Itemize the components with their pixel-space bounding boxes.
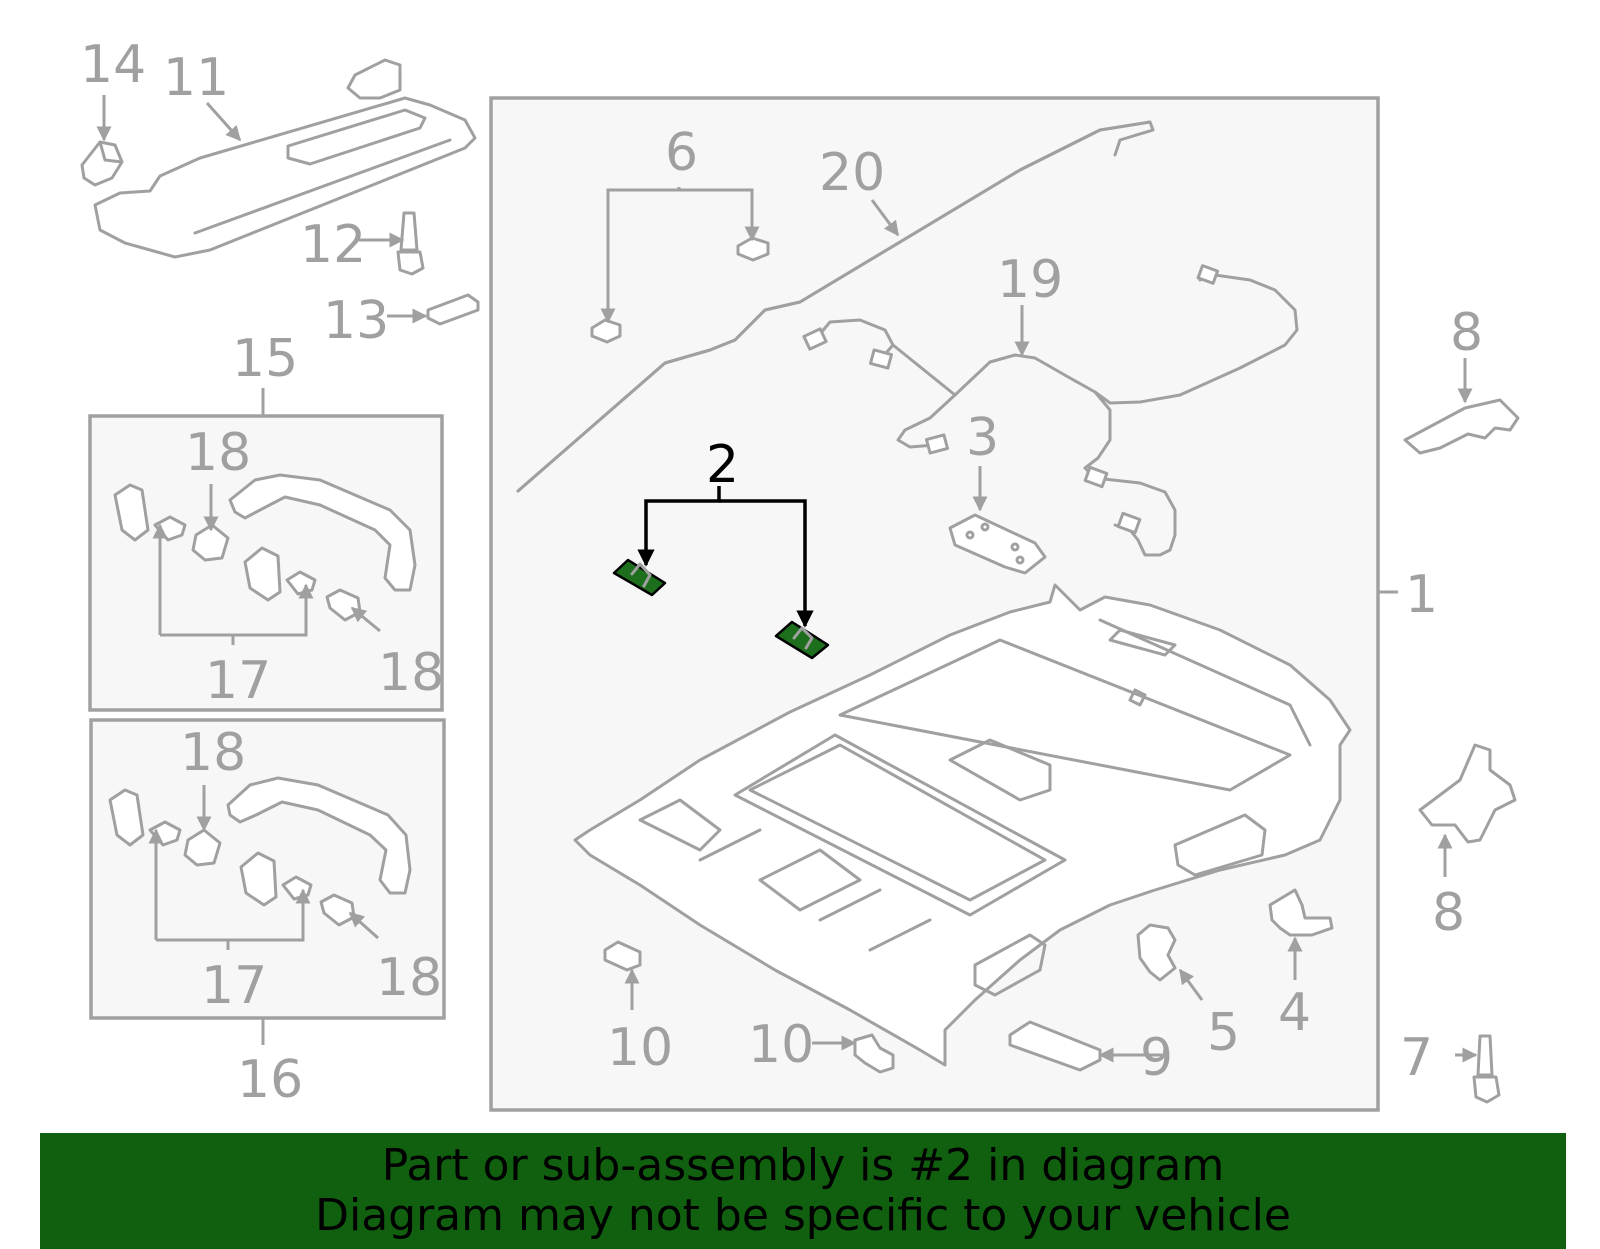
bracket-3-icon xyxy=(948,513,1047,575)
callout-15: 15 xyxy=(232,329,298,389)
callout-3: 3 xyxy=(966,408,999,468)
callout-16: 16 xyxy=(237,1050,303,1110)
callout-18-upper-b: 18 xyxy=(378,643,444,703)
banner-line-2: Diagram may not be specific to your vehi… xyxy=(315,1190,1291,1241)
screw-icon xyxy=(396,211,425,276)
callout-19: 19 xyxy=(997,250,1063,310)
callout-13: 13 xyxy=(323,291,389,351)
callout-4: 4 xyxy=(1278,983,1311,1043)
callout-10b: 10 xyxy=(748,1015,814,1075)
callout-10a: 10 xyxy=(607,1018,673,1078)
callout-5: 5 xyxy=(1207,1003,1240,1063)
callout-6: 6 xyxy=(665,123,698,183)
clip-8-upper-icon xyxy=(1403,398,1520,455)
callout-8-lower: 8 xyxy=(1432,883,1465,943)
clip-13-icon xyxy=(426,293,480,326)
callout-17-lower: 17 xyxy=(201,956,267,1016)
callout-9: 9 xyxy=(1140,1028,1173,1088)
callout-8-upper: 8 xyxy=(1450,303,1483,363)
visor-clip-icon xyxy=(80,140,124,187)
banner-line-1: Part or sub-assembly is #2 in diagram xyxy=(381,1140,1225,1191)
info-banner: Part or sub-assembly is #2 in diagram Di… xyxy=(40,1133,1566,1249)
callout-12: 12 xyxy=(300,215,366,275)
retainer-4-icon xyxy=(1268,888,1334,937)
callout-20: 20 xyxy=(819,143,885,203)
wire-harness-icon xyxy=(813,273,1299,557)
callout-7: 7 xyxy=(1400,1028,1433,1088)
callout-18-lower-a: 18 xyxy=(180,723,246,783)
callout-11: 11 xyxy=(163,48,229,108)
screw-7-icon xyxy=(1472,1034,1501,1104)
callout-1: 1 xyxy=(1405,565,1438,625)
harness-connectors-icon xyxy=(802,264,1220,535)
clip-10a-icon xyxy=(603,940,642,972)
clip-5-icon xyxy=(1136,923,1177,982)
highlighted-part-2b-icon xyxy=(774,620,830,660)
clip-10b-icon xyxy=(853,1033,895,1074)
callout-14: 14 xyxy=(80,35,146,95)
callout-18-upper-a: 18 xyxy=(185,423,251,483)
clip-8-lower-icon xyxy=(1418,743,1517,844)
sun-visor-icon xyxy=(93,58,477,259)
highlighted-part-2a-icon xyxy=(612,558,667,597)
callout-17-upper: 17 xyxy=(205,651,271,711)
headliner-icon xyxy=(573,583,1352,1067)
grab-handle-upper-icon xyxy=(113,473,417,622)
callout-2: 2 xyxy=(706,435,739,495)
callout-18-lower-b: 18 xyxy=(376,948,442,1008)
